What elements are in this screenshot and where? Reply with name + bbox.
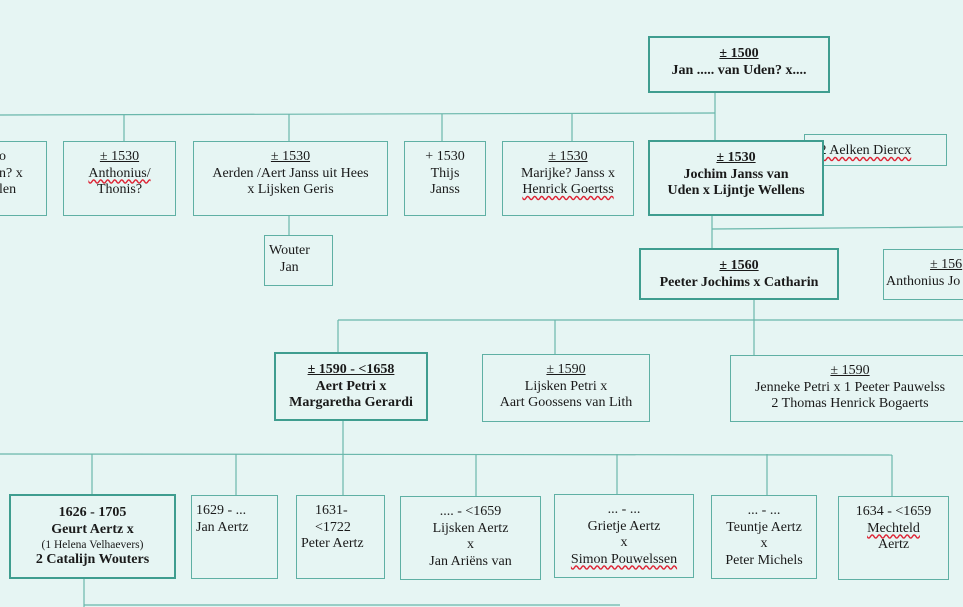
person-box-anthonius-2[interactable]: ± 156 Anthonius Jo	[883, 249, 963, 300]
birth-year: ± 1530	[270, 149, 311, 164]
person-name: Aerden /Aert Janss uit Hees	[212, 165, 369, 181]
person-box-teuntje[interactable]: ... - ... Teuntje Aertz x Peter Michels	[711, 495, 817, 579]
person-box-mechteld[interactable]: 1634 - <1659 Mechteld Aertz	[838, 496, 949, 580]
spouse-name: Peter Michels	[725, 552, 803, 568]
person-box-thijs[interactable]: + 1530 Thijs Janss	[404, 141, 486, 216]
person-box-aerden[interactable]: ± 1530 Aerden /Aert Janss uit Hees x Lij…	[193, 141, 388, 216]
life-years: .... - <1659	[439, 504, 502, 519]
person-name: Wouter	[269, 243, 310, 258]
person-name: Anthonius/	[88, 165, 151, 181]
person-name: Thijs	[430, 165, 460, 181]
life-years: 1629 - ...	[196, 503, 247, 518]
spouse-name: Henrick Goertss	[522, 182, 614, 197]
person-name: x 2 Aelken Diercx	[809, 143, 912, 158]
person-box-lijsken-aertz[interactable]: .... - <1659 Lijsken Aertz x Jan Ariëns …	[400, 496, 541, 580]
person-name: Geurt Aertz x	[51, 521, 134, 537]
life-years: ... - ...	[607, 502, 641, 517]
spouse-name: Aart Goossens van Lith	[499, 395, 633, 410]
person-name-cont: Jan	[280, 259, 299, 275]
person-box-jenneke[interactable]: ± 1590 Jenneke Petri x 1 Peeter Pauwelss…	[730, 355, 963, 422]
life-years: 1626 - 1705	[58, 505, 127, 520]
birth-year: ± 1560	[719, 258, 759, 273]
spouse-name: Jan Ariëns van	[429, 553, 512, 569]
birth-year: o	[0, 149, 46, 166]
person-box-geurt[interactable]: 1626 - 1705 Geurt Aertz x (1 Helena Velh…	[9, 494, 176, 579]
person-name: Aert Petri x	[315, 378, 387, 394]
birth-year: ± 1500	[719, 46, 759, 61]
person-name: Marijke? Janss x	[520, 165, 616, 181]
life-years: ... - ...	[747, 503, 781, 518]
birth-year: ± 1530	[716, 150, 756, 165]
marriage-x: x	[467, 537, 474, 552]
birth-year: ± 1590	[830, 363, 870, 378]
person-box-grietje[interactable]: ... - ... Grietje Aertz x Simon Pouwelss…	[554, 494, 694, 578]
person-name: Peter Aertz	[301, 536, 364, 551]
person-name-cont: Thonis?	[96, 182, 143, 197]
person-name: Mechteld	[867, 520, 920, 536]
person-name: Lijsken Aertz	[432, 520, 509, 536]
spouse-name: Simon Pouwelssen	[570, 551, 678, 567]
person-box-jan-aertz[interactable]: 1629 - ... Jan Aertz	[191, 495, 278, 579]
person-box-lijsken[interactable]: ± 1590 Lijsken Petri x Aart Goossens van…	[482, 354, 650, 422]
person-name-cont: Janss	[430, 182, 460, 197]
life-years: 1634 - <1659	[855, 504, 932, 519]
birth-year: + 1530	[425, 149, 465, 164]
life-years: ± 1590 - <1658	[307, 362, 395, 377]
spouse-name: Uden x Lijntje Wellens	[667, 183, 805, 198]
birth-year: ± 1530	[548, 149, 588, 164]
person-name-cont: Aertz	[877, 537, 910, 552]
person-name: Grietje Aertz	[587, 518, 661, 534]
person-box-jan[interactable]: ± 1500 Jan ..... van Uden? x....	[648, 36, 830, 93]
person-box-peter-aertz[interactable]: 1631- <1722 Peter Aertz	[296, 495, 385, 579]
person-name: Jan ..... van Uden? x....	[671, 62, 807, 78]
person-box-anthonius[interactable]: ± 1530 Anthonius/ Thonis?	[63, 141, 176, 216]
person-name: Peeter Jochims x Catharin	[659, 274, 819, 290]
person-box-partial-left[interactable]: o n? x len	[0, 141, 47, 216]
person-box-wouter[interactable]: Wouter Jan	[264, 235, 333, 286]
person-box-x2-aelken[interactable]: x 2 Aelken Diercx	[804, 134, 947, 166]
birth-year: ± 1530	[99, 149, 140, 164]
person-name: Jan Aertz	[196, 519, 249, 535]
person-box-marijke[interactable]: ± 1530 Marijke? Janss x Henrick Goertss	[502, 141, 634, 216]
person-name: Anthonius Jo	[886, 273, 961, 289]
person-name: Lijsken Petri x	[524, 378, 608, 394]
birth-year: ± 1590	[546, 362, 586, 377]
second-spouse: 2 Catalijn Wouters	[35, 552, 150, 567]
person-box-jochim[interactable]: ± 1530 Jochim Janss van Uden x Lijntje W…	[648, 140, 824, 216]
person-name-cont: len	[0, 182, 17, 197]
marriage-x: x	[620, 535, 628, 550]
birth-year: ± 156	[930, 257, 963, 272]
person-name: n? x	[0, 165, 23, 181]
person-name: Teuntje Aertz	[726, 519, 802, 535]
person-box-peeter[interactable]: ± 1560 Peeter Jochims x Catharin	[639, 248, 839, 300]
marriage-x: x	[760, 536, 768, 551]
person-name: Jenneke Petri x 1 Peeter Pauwelss	[754, 379, 946, 395]
person-box-aert[interactable]: ± 1590 - <1658 Aert Petri x Margaretha G…	[274, 352, 428, 421]
spouse-name: Margaretha Gerardi	[289, 395, 413, 410]
person-name: Jochim Janss van	[683, 166, 789, 182]
spouse-name: x Lijsken Geris	[247, 182, 334, 197]
life-years: 1631-	[315, 503, 348, 518]
first-spouse: (1 Helena Velhaevers)	[41, 539, 144, 551]
life-years-cont: <1722	[315, 519, 351, 535]
spouse-name: 2 Thomas Henrick Bogaerts	[771, 396, 929, 411]
